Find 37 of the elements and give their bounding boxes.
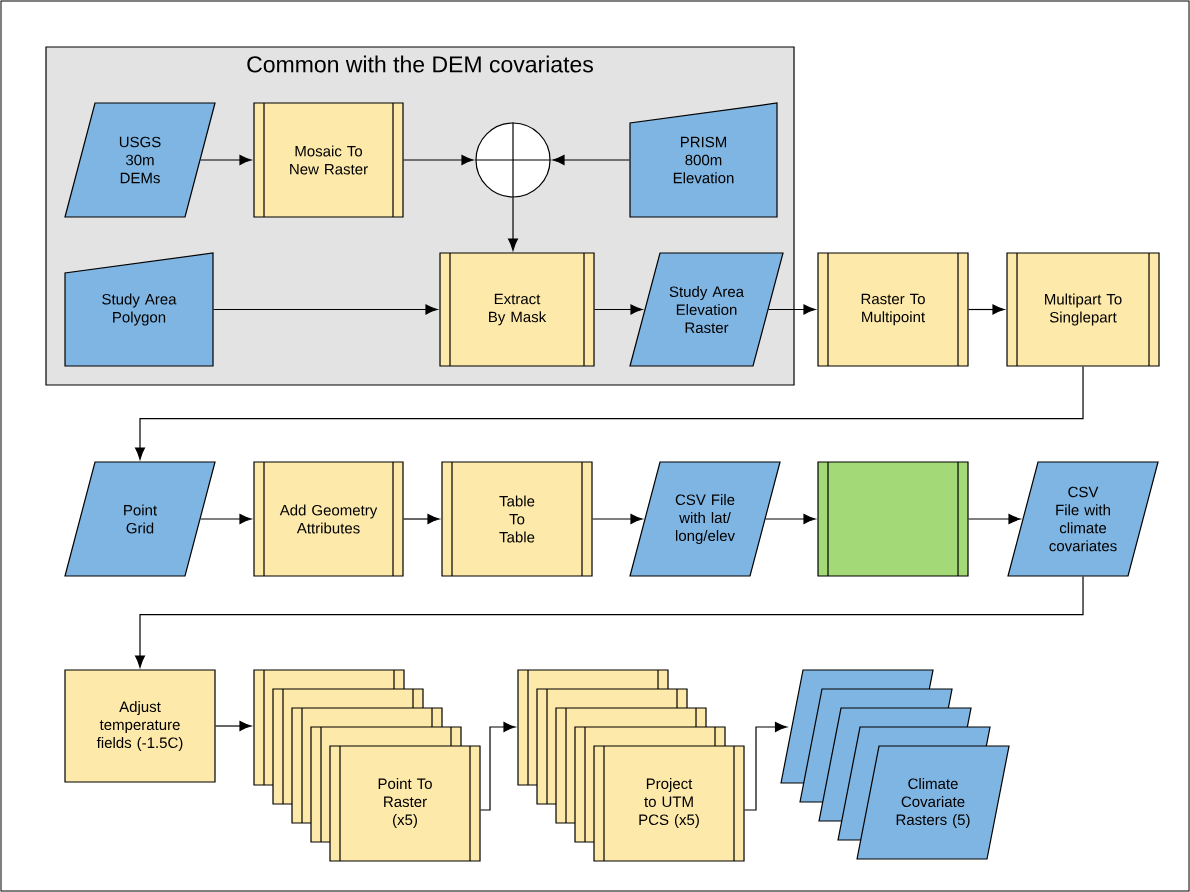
arrow	[552, 154, 630, 166]
arrow	[135, 366, 1084, 460]
process-box: Raster To Multipoint	[817, 252, 969, 367]
arrow	[592, 514, 643, 525]
arrow	[507, 197, 519, 251]
data-parallelogram: USGS 30m DEMs	[64, 102, 216, 218]
arrow	[135, 576, 1084, 668]
arrow	[403, 154, 474, 166]
arrow	[768, 304, 816, 315]
process-stack: Point To Raster (x5)	[253, 669, 481, 862]
data-parallelogram: CSV File with climate covariates	[1007, 461, 1159, 577]
process-box: Mosaic To New Raster	[253, 102, 404, 218]
node-label: to UTM PCS (x5)	[639, 796, 699, 828]
arrow	[480, 722, 516, 811]
arrow	[594, 304, 643, 315]
arrow	[403, 514, 440, 525]
node-label: Raster (x5)	[384, 796, 427, 828]
arrow	[968, 304, 1005, 315]
merge-circle	[474, 121, 552, 199]
arrow	[744, 722, 788, 811]
process-box: Table To Table	[441, 461, 593, 577]
arrow	[215, 721, 252, 732]
process-box	[817, 461, 969, 577]
data-stack: Climate Covariate Rasters (5)	[780, 669, 1010, 860]
arrow	[200, 514, 252, 525]
data-parallelogram: Study Area Elevation Raster	[629, 252, 784, 367]
data-parallelogram: Point Grid	[64, 461, 216, 577]
arrow	[200, 154, 252, 166]
arrow	[968, 514, 1021, 525]
process-stack: Project to UTM PCS (x5)	[517, 669, 745, 862]
process-box: Add Geometry Attributes	[253, 461, 404, 577]
process-box: Extract By Mask	[439, 252, 595, 367]
arrow	[213, 304, 438, 315]
arrow	[765, 514, 816, 525]
process-box: Multipart To Singlepart	[1006, 252, 1160, 367]
data-parallelogram: CSV File with lat/ long/elev	[629, 461, 781, 577]
process-box: Adjust temperature fields (-1.5C)	[64, 669, 216, 783]
